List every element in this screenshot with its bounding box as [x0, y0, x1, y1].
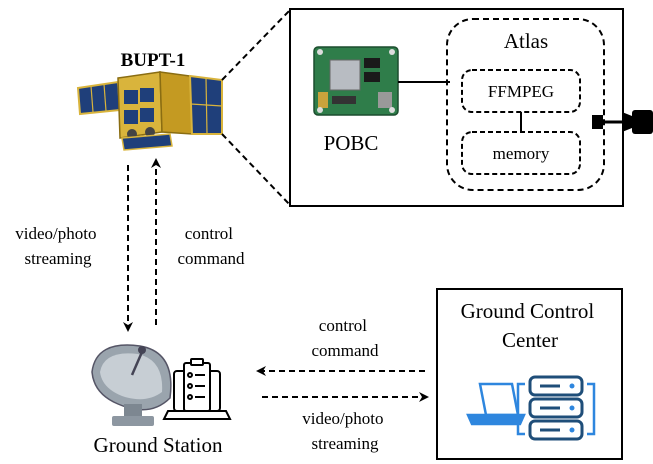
ground-control-center-box — [436, 288, 623, 460]
downlink-label: video/photo streaming — [15, 224, 100, 268]
ground-control-center-title: Ground Control Center — [461, 299, 600, 352]
checklist-monitor-icon — [162, 358, 232, 420]
pobc-label: POBC — [324, 131, 379, 155]
detail-box — [289, 8, 624, 207]
ffmpeg-label: FFMPEG — [488, 82, 554, 101]
uplink-label: control command — [177, 224, 245, 268]
memory-box — [461, 131, 581, 175]
memory-label: memory — [493, 144, 550, 163]
board-image — [313, 46, 399, 116]
atlas-title: Atlas — [504, 29, 548, 53]
ground-station-label: Ground Station — [94, 433, 223, 457]
gs-to-gcc-label: video/photo streaming — [302, 409, 387, 453]
dish-icon — [91, 344, 172, 426]
laptop-icon — [466, 382, 526, 426]
satellite-name: BUPT-1 — [121, 50, 186, 71]
camera-icon — [592, 110, 653, 134]
atlas-box — [446, 18, 605, 191]
server-rack-icon — [516, 375, 596, 441]
zoom-line-bottom — [221, 133, 291, 206]
satellite-image — [76, 71, 223, 151]
gcc-to-gs-label: control command — [311, 316, 379, 360]
zoom-line-top — [221, 9, 291, 81]
